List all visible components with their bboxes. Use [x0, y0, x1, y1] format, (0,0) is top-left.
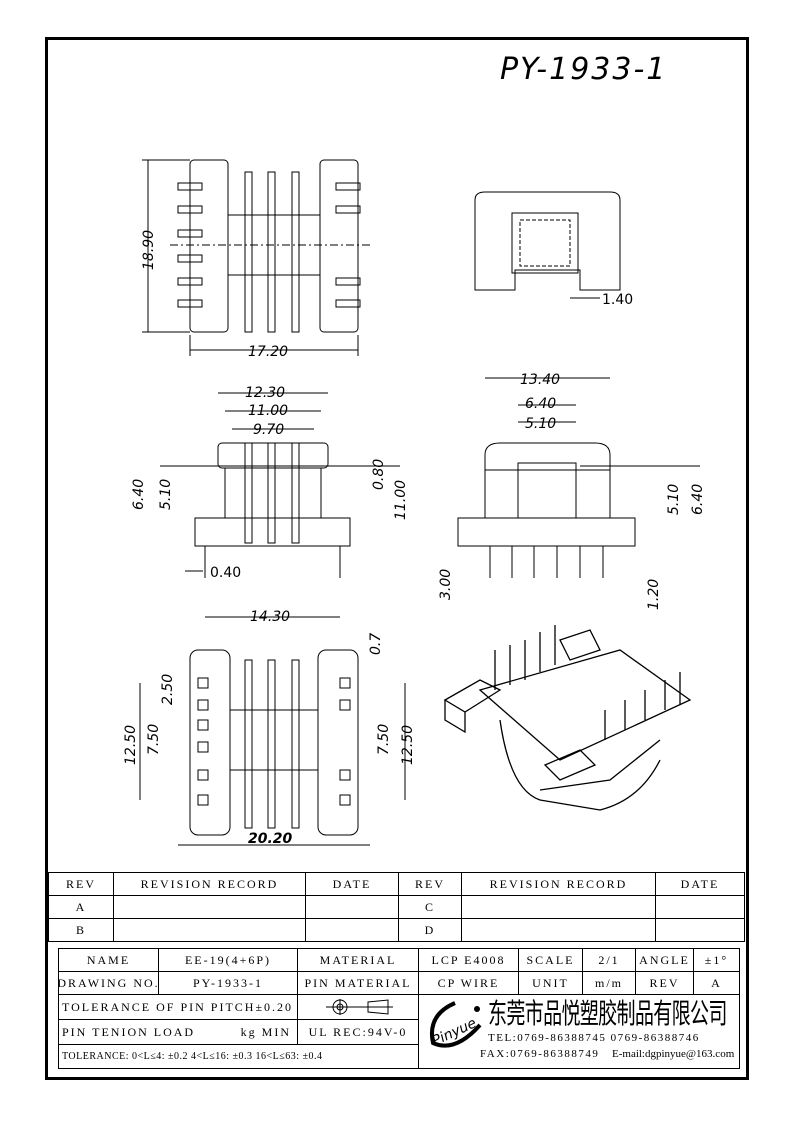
scale-value: 2/1 — [582, 948, 636, 972]
dim-top-width: 17.20 — [248, 344, 288, 360]
pinyue-logo: Pinyue — [430, 1001, 482, 1050]
dim-right-w1: 13.40 — [520, 372, 560, 388]
bottom-view — [139, 616, 406, 846]
rev-c: C — [398, 895, 462, 919]
rev-header-2: REV — [398, 872, 462, 896]
angle-value: ±1° — [693, 948, 740, 972]
drawing-no-label: DRAWING NO. — [58, 971, 159, 995]
dim-front-w2: 11.00 — [248, 403, 288, 419]
dim-bottom-h4: 12.50 — [400, 725, 416, 765]
projection-symbol-cell — [297, 994, 419, 1020]
revision-record-header-2: REVISION RECORD — [461, 872, 656, 896]
scale-label: SCALE — [518, 948, 583, 972]
side-view — [474, 191, 621, 299]
pin-pitch-tolerance: TOLERANCE OF PIN PITCH±0.20 — [58, 994, 298, 1020]
dim-right-h4: 1.20 — [646, 579, 662, 610]
pin-load-unit: kg MIN — [240, 1024, 291, 1039]
general-tolerance: TOLERANCE: 0<L≤4: ±0.2 4<L≤16: ±0.3 16<L… — [58, 1044, 419, 1069]
right-view — [457, 377, 700, 578]
dim-pitch: 2.50 — [160, 674, 176, 705]
pin-load-label: PIN TENION LOAD — [62, 1024, 196, 1039]
dim-front-h2: 5.10 — [158, 479, 174, 510]
dim-bottom-h2: 7.50 — [146, 724, 162, 755]
dim-front-w3: 9.70 — [253, 422, 284, 438]
sheet-border — [45, 37, 749, 1080]
dim-pin: 0.40 — [210, 565, 241, 581]
rev-a: A — [48, 895, 114, 919]
dim-front-w1: 12.30 — [245, 385, 285, 401]
date-header-2: DATE — [655, 872, 745, 896]
date-header: DATE — [305, 872, 399, 896]
rev-d: D — [398, 918, 462, 942]
company-fax: FAX:0769-86388749 — [480, 1048, 600, 1060]
dim-right-w3: 5.10 — [525, 416, 556, 432]
material-value: LCP E4008 — [418, 948, 519, 972]
rev-b-date — [305, 918, 399, 942]
dim-top-height: 18.90 — [141, 230, 157, 270]
dim-bottom-w1: 14.30 — [250, 609, 290, 625]
dim-right-h2: 6.40 — [690, 484, 706, 515]
dim-front-h3: 0.80 — [371, 459, 387, 490]
top-view — [142, 159, 370, 356]
dim-right-w2: 6.40 — [525, 396, 556, 412]
name-value: EE-19(4+6P) — [158, 948, 298, 972]
dim-bottom-h1: 12.50 — [123, 725, 139, 765]
dim-bottom-w2: 20.20 — [248, 831, 293, 847]
rev-a-record — [113, 895, 306, 919]
ul-rating: UL REC:94V-0 — [297, 1019, 419, 1045]
dim-side-gap: 1.40 — [602, 292, 633, 308]
pin-load-row: PIN TENION LOAD kg MIN — [58, 1019, 298, 1045]
dim-pin-width: 0.7 — [368, 633, 384, 655]
company-email: E-mail:dgpinyue@163.com — [612, 1048, 735, 1060]
company-name: 东莞市品悦塑胶制品有限公司 — [488, 997, 727, 1030]
company-tel: TEL:0769-86388745 0769-86388746 — [488, 1032, 700, 1044]
dim-right-h3: 3.00 — [438, 569, 454, 600]
rev-d-record — [461, 918, 656, 942]
rev-d-date — [655, 918, 745, 942]
company-cell — [418, 994, 740, 1069]
material-label: MATERIAL — [297, 948, 419, 972]
pin-material-label: PIN MATERIAL — [297, 971, 419, 995]
rev-c-record — [461, 895, 656, 919]
dim-bottom-h3: 7.50 — [376, 724, 392, 755]
rev-b: B — [48, 918, 114, 942]
front-view — [160, 392, 400, 578]
isometric-view — [443, 625, 692, 811]
angle-label: ANGLE — [635, 948, 694, 972]
rev-header: REV — [48, 872, 114, 896]
rev-a-date — [305, 895, 399, 919]
projection-symbol-icon — [326, 999, 393, 1015]
dim-right-h1: 5.10 — [666, 484, 682, 515]
rev-b-record — [113, 918, 306, 942]
drawing-title: PY-1933-1 — [500, 52, 668, 87]
rev-c-date — [655, 895, 745, 919]
name-label: NAME — [58, 948, 159, 972]
drawing-no-value: PY-1933-1 — [158, 971, 298, 995]
revision-record-header: REVISION RECORD — [113, 872, 306, 896]
dim-front-h4: 11.00 — [393, 480, 409, 520]
dim-front-h1: 6.40 — [131, 479, 147, 510]
